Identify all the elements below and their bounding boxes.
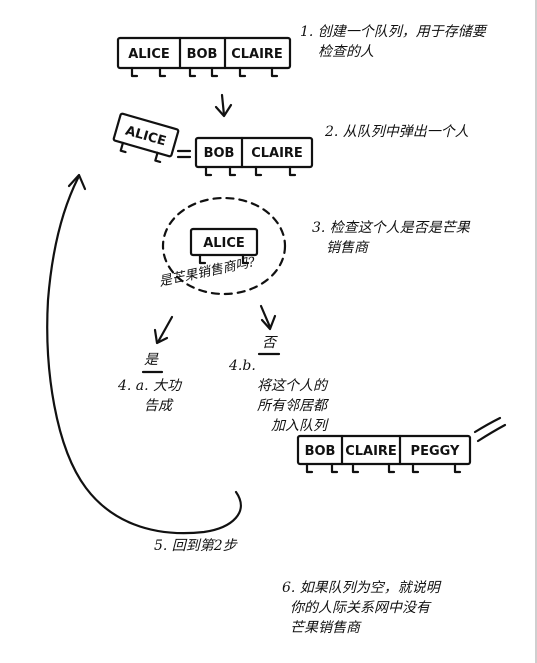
step-6-line-1: 6. 如果队列为空，就说明 <box>282 580 440 596</box>
popped-person-box <box>112 112 180 164</box>
step-4b-line-2: 将这个人的 <box>257 378 327 394</box>
queue-initial-name-2: CLAIRE <box>231 47 283 62</box>
yes-arrow-icon <box>153 315 174 345</box>
motion-lines-icon <box>473 416 507 443</box>
step-5-line-1: 5. 回到第2步 <box>154 538 237 554</box>
step-4b-line-4: 加入队列 <box>271 418 327 434</box>
step-4b-line-1: 4.b. <box>229 358 256 374</box>
loop-back-arrow-icon <box>46 173 242 535</box>
no-arrow-icon <box>259 304 277 331</box>
equals-icon <box>176 149 192 159</box>
yes-text: 是 <box>144 352 158 368</box>
queue-remaining-name-0: BOB <box>204 146 235 161</box>
queue-remaining-name-1: CLAIRE <box>251 146 303 161</box>
step-4a-line-1: 4. a. 大功 <box>118 378 182 394</box>
no-text: 否 <box>262 335 276 351</box>
queue-initial-name-1: BOB <box>187 47 218 62</box>
initial-queue <box>116 36 292 78</box>
step-1-line-1: 1. 创建一个队列，用于存储要 <box>300 24 486 40</box>
step-3-line-1: 3. 检查这个人是否是芒果 <box>312 220 470 236</box>
checking-person-box <box>189 227 259 265</box>
step-5-note: 5. 回到第2步 <box>154 536 237 556</box>
dashed-check-circle <box>161 196 287 296</box>
queue-final-name-1: CLAIRE <box>345 444 397 459</box>
step-2-line-1: 2. 从队列中弹出一个人 <box>325 124 469 140</box>
step-3-line-2: 销售商 <box>326 240 368 256</box>
checking-name: ALICE <box>203 236 245 251</box>
no-label: 否 <box>262 333 276 353</box>
step-4b-line-3: 所有邻居都 <box>257 398 327 414</box>
step-2-note: 2. 从队列中弹出一个人 <box>325 122 469 142</box>
queue-final-name-0: BOB <box>305 444 336 459</box>
step-4b-note: 4.b. 将这个人的 所有邻居都 加入队列 <box>229 356 327 436</box>
remaining-queue <box>194 136 314 177</box>
final-queue <box>296 434 472 474</box>
arrow-down-icon <box>214 93 233 118</box>
step-6-note: 6. 如果队列为空，就说明 你的人际关系网中没有 芒果销售商 <box>282 578 440 638</box>
question-label: 是芒果销售商吗? <box>158 255 258 290</box>
step-4a-line-2: 告成 <box>144 398 172 414</box>
step-6-line-3: 芒果销售商 <box>290 620 360 636</box>
yes-label: 是 <box>144 350 158 370</box>
step-1-line-2: 检查的人 <box>318 44 374 60</box>
queue-initial-name-0: ALICE <box>128 47 170 62</box>
step-6-line-2: 你的人际关系网中没有 <box>290 600 430 616</box>
step-4a-note: 4. a. 大功 告成 <box>118 376 181 416</box>
step-1-note: 1. 创建一个队列，用于存储要 检查的人 <box>300 22 486 62</box>
step-3-note: 3. 检查这个人是否是芒果 销售商 <box>312 218 470 258</box>
queue-final-name-2: PEGGY <box>411 444 460 459</box>
